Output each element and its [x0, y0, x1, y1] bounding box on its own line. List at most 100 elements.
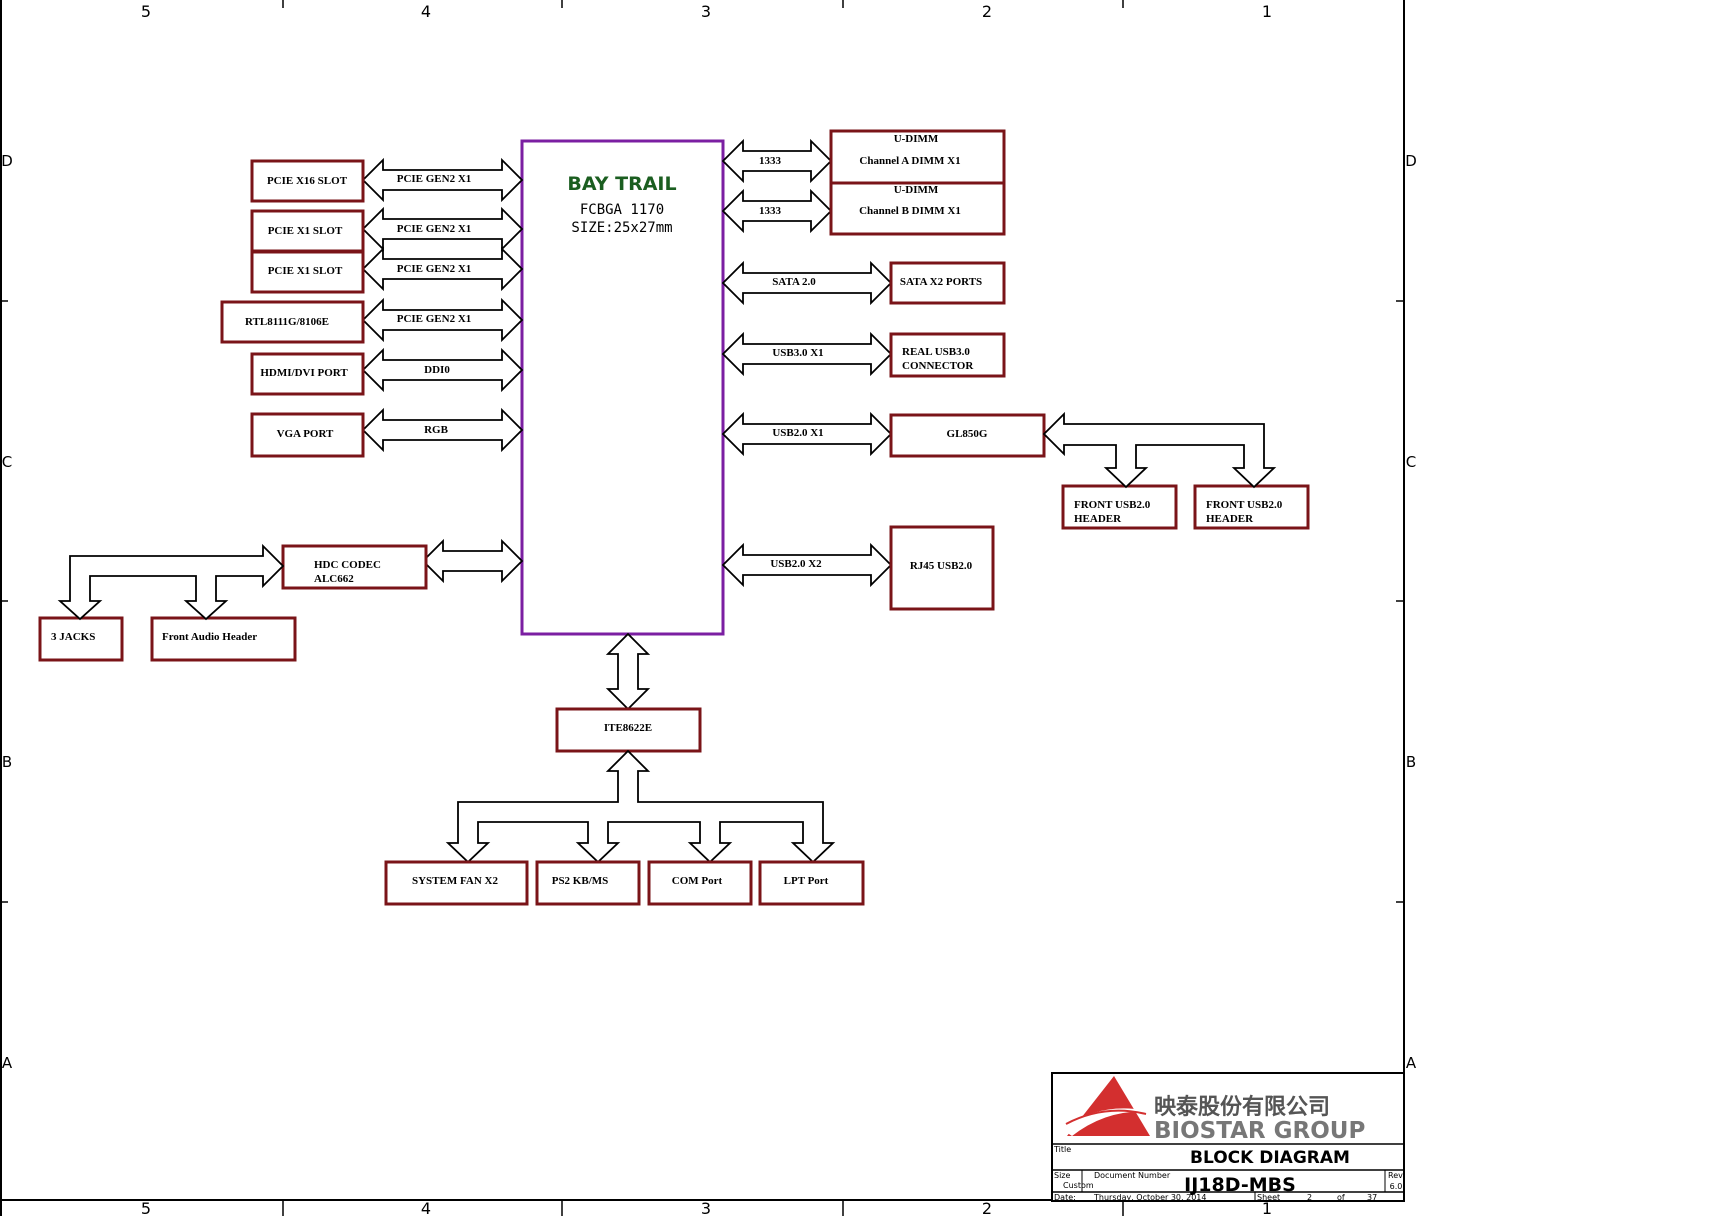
date-label: Date:: [1054, 1193, 1076, 1202]
block-lpt-label: LPT Port: [784, 875, 829, 887]
company-english-name: BIOSTAR GROUP: [1154, 1118, 1365, 1144]
col-label-4-bottom: 4: [421, 1199, 431, 1216]
ite-fanout-arrow: [445, 749, 836, 864]
row-label-a-left: A: [2, 1054, 13, 1072]
link-label-rtl: PCIE GEN2 X1: [397, 313, 472, 325]
block-ite8622e: [555, 707, 702, 753]
size-label: Size: [1054, 1171, 1071, 1180]
block-com-port: [647, 860, 753, 906]
doc-number-label: Document Number: [1094, 1171, 1171, 1180]
block-vga-label: VGA PORT: [277, 428, 334, 440]
rev-value: 6.0: [1390, 1182, 1403, 1191]
soc-package: FCBGA 1170: [580, 202, 664, 218]
block-front-audio-label: Front Audio Header: [162, 631, 257, 643]
col-label-1-bottom: 1: [1262, 1199, 1272, 1216]
size-value: Custom: [1063, 1181, 1094, 1190]
block-dimm-a-label: Channel A DIMM X1: [859, 155, 960, 167]
block-pcie-x1-a-label: PCIE X1 SLOT: [268, 225, 343, 237]
usb-hub-fanout: [1042, 411, 1277, 489]
link-arrow-codec: [421, 538, 524, 584]
col-label-1-top: 1: [1262, 2, 1272, 21]
row-label-d-right: D: [1405, 152, 1417, 170]
block-rtl8111g: [220, 300, 365, 344]
soc-size: SIZE:25x27mm: [571, 220, 672, 236]
left-arrows: [361, 157, 524, 584]
block-front-usb-a-line2: HEADER: [1074, 513, 1122, 525]
block-codec-line1: HDC CODEC: [314, 559, 381, 571]
col-label-3-bottom: 3: [701, 1199, 711, 1216]
block-usb3-line2: CONNECTOR: [902, 360, 974, 372]
block-usb3-line1: REAL USB3.0: [902, 346, 970, 358]
row-label-b-right: B: [1406, 753, 1416, 771]
rev-label: Rev: [1388, 1171, 1403, 1180]
link-arrow-pcie-x1-b: [361, 246, 524, 292]
block-front-usb-a-line1: FRONT USB2.0: [1074, 499, 1151, 511]
row-label-c-right: C: [1406, 453, 1416, 471]
link-label-sata: SATA 2.0: [772, 276, 816, 288]
link-arrow-ite: [605, 632, 651, 711]
block-system-fan: [384, 860, 529, 906]
usb-hub-fanout-arrow: [1042, 411, 1277, 489]
block-dimm-a-type: U-DIMM: [894, 133, 939, 145]
link-arrow-vga: [361, 407, 524, 453]
col-label-5-top: 5: [141, 2, 151, 21]
title-label: Title: [1053, 1145, 1071, 1154]
company-chinese-name: 映泰股份有限公司: [1154, 1094, 1330, 1120]
sheet-value: 2: [1307, 1193, 1312, 1202]
block-gl850g: [889, 413, 1046, 458]
block-hdmi-label: HDMI/DVI PORT: [260, 367, 348, 379]
bottom-section: ITE8622E SYSTEM FAN X2 PS2 KB/MS COM Por…: [384, 632, 865, 906]
left-blocks: PCIE X16 SLOT PCIE X1 SLOT PCIE X1 SLOT …: [38, 159, 428, 662]
date-value: Thursday, October 30, 2014: [1093, 1193, 1206, 1202]
link-arrow-hdmi: [361, 347, 524, 393]
block-pcie-x1-slot-a: [250, 209, 365, 253]
audio-fanout: [57, 543, 285, 621]
block-front-usb-header-b: [1193, 484, 1310, 530]
link-label-pcie-x1-a: PCIE GEN2 X1: [397, 223, 472, 235]
link-label-vga: RGB: [424, 424, 449, 436]
of-label: of: [1337, 1193, 1345, 1202]
soc-name: BAY TRAIL: [567, 173, 676, 195]
col-label-3-top: 3: [701, 2, 711, 21]
block-dimm-b-type: U-DIMM: [894, 184, 939, 196]
link-label-dimm-b: 1333: [759, 205, 782, 217]
block-sata-ports: [889, 261, 1006, 305]
row-label-d-left: D: [1, 152, 13, 170]
biostar-logo-icon: [1060, 1076, 1152, 1136]
link-arrow-pcie-x1-a: [361, 206, 524, 252]
link-label-usb3: USB3.0 X1: [772, 347, 823, 359]
right-arrows: [721, 138, 893, 588]
col-label-4-top: 4: [421, 2, 431, 21]
block-front-usb-b-line1: FRONT USB2.0: [1206, 499, 1283, 511]
block-front-usb-b-line2: HEADER: [1206, 513, 1254, 525]
block-jacks-label: 3 JACKS: [51, 631, 95, 643]
block-ps2: [535, 860, 641, 906]
block-com-label: COM Port: [672, 875, 723, 887]
link-label-hdmi: DDI0: [424, 364, 450, 376]
block-rj45-label: RJ45 USB2.0: [910, 560, 973, 572]
block-3-jacks: [38, 616, 124, 662]
block-dimm-b-label: Channel B DIMM X1: [859, 205, 961, 217]
right-blocks: U-DIMM Channel A DIMM X1 U-DIMM Channel …: [829, 129, 1310, 611]
block-dimm-b: [829, 181, 1006, 236]
block-rj45-usb2: [889, 525, 995, 611]
block-pcie-x16-label: PCIE X16 SLOT: [267, 175, 348, 187]
block-hdc-codec: [281, 544, 428, 590]
block-usb3-connector: [889, 332, 1006, 378]
block-pcie-x1-b-label: PCIE X1 SLOT: [268, 265, 343, 277]
block-lpt-port: [758, 860, 865, 906]
block-gl850g-label: GL850G: [947, 428, 988, 440]
block-fan-label: SYSTEM FAN X2: [412, 875, 498, 887]
doc-number: IJ18D-MBS: [1184, 1174, 1296, 1196]
block-front-audio-header: [150, 616, 297, 662]
col-label-2-bottom: 2: [982, 1199, 992, 1216]
link-arrow-pcie-x16: [361, 157, 524, 203]
sheet-label: Sheet: [1257, 1193, 1280, 1202]
row-label-b-left: B: [2, 753, 12, 771]
soc-block: BAY TRAIL FCBGA 1170 SIZE:25x27mm: [520, 139, 725, 636]
link-label-pcie-x1-b: PCIE GEN2 X1: [397, 263, 472, 275]
col-label-2-top: 2: [982, 2, 992, 21]
link-label-usb2-hub: USB2.0 X1: [772, 427, 823, 439]
block-vga-port: [250, 412, 365, 458]
